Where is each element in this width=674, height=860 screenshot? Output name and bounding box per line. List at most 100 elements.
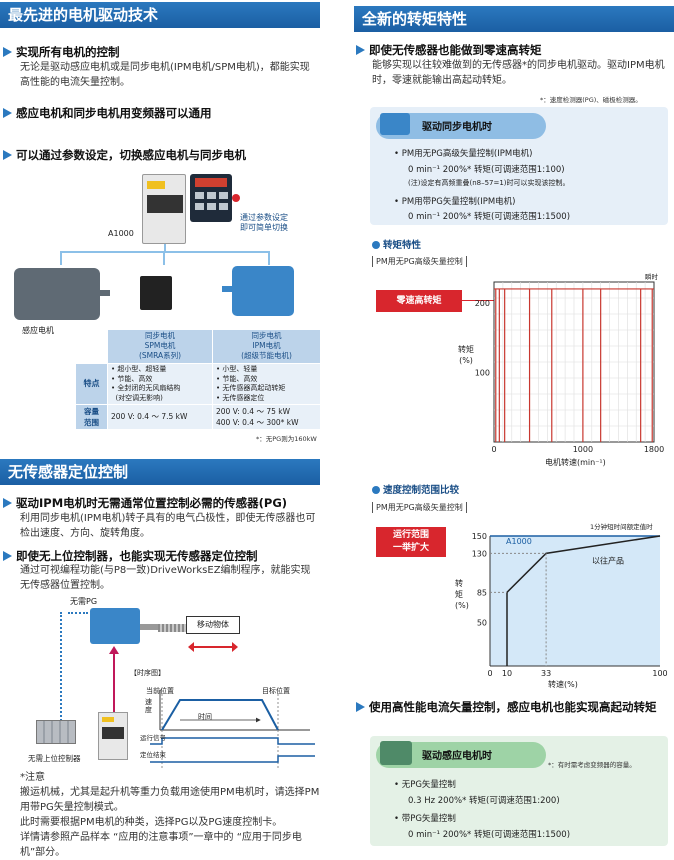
induction-line3: • 带PG矢量控制 bbox=[394, 814, 456, 824]
induction-motor-label: 感应电机 bbox=[22, 326, 54, 335]
no-pg-label: 无需PG bbox=[70, 597, 98, 606]
y-tick-label: 85 bbox=[477, 588, 487, 597]
y-tick-label: 50 bbox=[477, 619, 487, 628]
sync-line2: 0 min⁻¹ 200%* 转矩(可调速范围1:100) bbox=[408, 165, 565, 175]
subsection-title-universal-inverter: 感应电机和同步电机用变频器可以通用 bbox=[3, 105, 212, 121]
table-note: *：无PG则为160kW bbox=[256, 435, 317, 443]
section-header-motor-drive: 最先进的电机驱动技术 bbox=[0, 2, 320, 28]
torque-xlabel: 电机转速(min⁻¹) bbox=[545, 458, 606, 467]
section-header-torque: 全新的转矩特性 bbox=[354, 6, 674, 32]
x-tick-label: 33 bbox=[541, 669, 551, 676]
subsection-title-no-pg: 驱动IPM电机时无需通常位置控制必需的传感器(PG) bbox=[3, 495, 287, 511]
caution-text: 搬运机械，尤其是起升机等重力负载用途使用PM电机时，请选择PM用带PG矢量控制模… bbox=[20, 787, 320, 858]
table-cell-spm-features: • 超小型、超轻量 • 节能、高效 • 全封闭的无风扇结构 (对空调无影响) bbox=[108, 364, 212, 404]
paragraph-no-pg: 利用同步电机(IPM电机)转子具有的电气凸极性，即使无传感器也可检出速度、方向、… bbox=[20, 513, 316, 539]
a1000-area bbox=[490, 536, 660, 666]
x-tick-label: 0 bbox=[487, 669, 492, 676]
caution-title: *注意 bbox=[20, 772, 45, 783]
induction-line4: 0 min⁻¹ 200%* 转矩(可调速范围1:1500) bbox=[408, 830, 571, 840]
speed-axis-label: 速 度 bbox=[145, 698, 152, 714]
motor-icon bbox=[380, 113, 410, 135]
old-product-line bbox=[506, 535, 661, 666]
inverter-label: A1000 bbox=[108, 229, 134, 238]
range-expand-badge: 运行范围 一举扩大 bbox=[376, 527, 446, 557]
motor-icon bbox=[380, 741, 412, 765]
x-tick-label: 1000 bbox=[573, 445, 593, 454]
timing-chart bbox=[150, 690, 315, 770]
subsection-title-switch-param: 可以通过参数设定，切换感应电机与同步电机 bbox=[3, 147, 246, 163]
inverter-small-image bbox=[98, 712, 128, 760]
torque-mode-label: PM用无PG高级矢量控制 bbox=[372, 256, 467, 267]
no-controller-label: 无需上位控制器 bbox=[28, 754, 81, 763]
table-label-features: 特点 bbox=[76, 364, 107, 404]
feedback-line bbox=[113, 652, 115, 712]
speed-ylabel: 转 矩 (%) bbox=[455, 579, 469, 610]
inverter-logo bbox=[147, 181, 165, 189]
subsection-title-induction-torque: 使用高性能电流矢量控制，感应电机也能实现高起动转矩 bbox=[356, 699, 672, 715]
moving-object-box: 移动物体 bbox=[186, 616, 240, 634]
speed-xlabel: 转速(%) bbox=[548, 680, 578, 689]
torque-chart-title: 转矩特性 bbox=[372, 237, 421, 251]
connector-line bbox=[60, 251, 270, 253]
ipm-motor-image bbox=[222, 266, 294, 316]
a1000-series-label: A1000 bbox=[506, 537, 532, 546]
bullet-icon bbox=[372, 486, 380, 494]
table-cell-spm-capacity: 200 V: 0.4 ～ 7.5 kW bbox=[108, 405, 212, 429]
subsection-title-no-controller: 即使无上位控制器，也能实现无传感器定位控制 bbox=[3, 548, 258, 564]
subsection-title-all-motors: 实现所有电机的控制 bbox=[3, 44, 120, 60]
keypad-display bbox=[195, 178, 227, 187]
plc-image bbox=[36, 720, 76, 744]
x-tick-label: 100 bbox=[652, 669, 667, 676]
induction-line1: • 无PG矢量控制 bbox=[394, 780, 456, 790]
callout-dot bbox=[232, 194, 240, 202]
y-tick-label: 130 bbox=[472, 549, 487, 558]
triangle-icon bbox=[3, 498, 12, 508]
speed-mode-label: PM用无PG高级矢量控制 bbox=[372, 502, 467, 513]
move-arrow bbox=[192, 646, 232, 648]
y-tick-label: 200 bbox=[475, 299, 490, 308]
spm-motor-image bbox=[140, 276, 172, 310]
sync-box-title: 驱动同步电机时 bbox=[422, 122, 492, 133]
sensor-note: *：速度检测器(PG)、磁极检测器。 bbox=[540, 96, 642, 104]
inverter-display bbox=[147, 195, 183, 213]
sync-line3: (注)设定有高频重叠(n8–57=1)时可以实现该控制。 bbox=[408, 179, 570, 187]
torque-instant-label: 瞬时 bbox=[645, 273, 658, 281]
header-title: 最先进的电机驱动技术 bbox=[8, 6, 159, 24]
torque-ylabel: 转矩 (%) bbox=[458, 345, 474, 365]
zero-speed-badge: 零速高转矩 bbox=[376, 290, 462, 312]
run-signal-label: 运行信号 bbox=[140, 734, 166, 742]
x-tick-label: 10 bbox=[502, 669, 512, 676]
pos-end-label: 定位结束 bbox=[140, 751, 166, 759]
header-title: 无传感器定位控制 bbox=[8, 463, 129, 481]
signal-dotted-line bbox=[60, 612, 62, 724]
speed-profile bbox=[161, 699, 279, 731]
table-label-capacity: 容量 范围 bbox=[76, 405, 107, 429]
sync-line1: • PM用无PG高级矢量控制(IPM电机) bbox=[394, 149, 533, 159]
header-title: 全新的转矩特性 bbox=[362, 10, 468, 28]
paragraph-no-controller: 通过可视编程功能(与P8一致)DriveWorksEZ编制程序，就能实现无传感器… bbox=[20, 565, 311, 591]
y-tick-label: 100 bbox=[475, 368, 490, 377]
run-signal-line bbox=[150, 737, 315, 745]
bullet-icon bbox=[372, 241, 380, 249]
triangle-icon bbox=[3, 150, 12, 160]
sync-line4: • PM用带PG矢量控制(IPM电机) bbox=[394, 197, 516, 207]
target-pos-label: 目标位置 bbox=[262, 687, 290, 695]
induction-box-title: 驱动感应电机时 bbox=[422, 751, 492, 762]
table-header-spm: 同步电机 SPM电机 (SMRA系列) bbox=[108, 330, 212, 363]
ipm-motor-small-image bbox=[90, 608, 140, 644]
table-header-ipm: 同步电机 IPM电机 (超级节能电机) bbox=[213, 330, 320, 363]
section-header-sensorless-position: 无传感器定位控制 bbox=[0, 459, 320, 485]
x-tick-label: 0 bbox=[491, 445, 496, 454]
table-cell-ipm-capacity: 200 V: 0.4 ～ 75 kW 400 V: 0.4 ～ 300* kW bbox=[213, 405, 320, 429]
spec-table: 同步电机 SPM电机 (SMRA系列) 同步电机 IPM电机 (超级节能电机) … bbox=[76, 330, 320, 430]
table-cell-ipm-features: • 小型、轻量 • 节能、高效 • 无传感器高起动转矩 • 无传感器定位 bbox=[213, 364, 320, 404]
keypad-image bbox=[190, 174, 232, 222]
time-label: 时间 bbox=[198, 713, 212, 721]
y-tick-label: 150 bbox=[472, 532, 487, 541]
sync-line5: 0 min⁻¹ 200%* 转矩(可调速范围1:1500) bbox=[408, 212, 571, 222]
triangle-icon bbox=[3, 551, 12, 561]
callout-text: 通过参数设定 即可简单切换 bbox=[240, 213, 288, 232]
pos-end-line bbox=[150, 755, 315, 763]
